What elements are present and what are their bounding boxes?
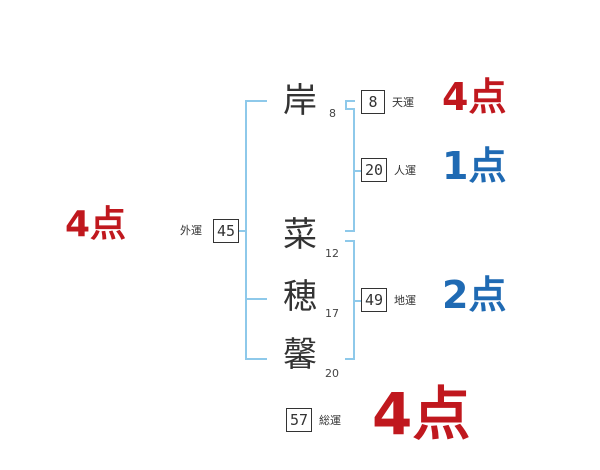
earth-bracket-connector — [353, 300, 361, 302]
name-char-1: 岸 — [283, 81, 317, 121]
stroke-count-1: 8 — [329, 107, 336, 120]
heaven-bracket-top — [345, 100, 355, 102]
total-score: 4点 — [372, 380, 471, 448]
heaven-score: 4点 — [442, 75, 507, 119]
stroke-count-4: 20 — [325, 367, 339, 380]
outer-bracket-top — [245, 100, 267, 102]
person-score: 1点 — [442, 144, 507, 188]
earth-value-box: 49 — [361, 288, 387, 312]
earth-bracket-bottom — [345, 358, 355, 360]
heaven-value-box: 8 — [361, 90, 385, 114]
outer-bracket-middle — [245, 298, 267, 300]
outer-score: 4点 — [65, 204, 127, 245]
outer-bracket-bottom — [245, 358, 267, 360]
stroke-count-3: 17 — [325, 307, 339, 320]
heaven-bracket-connector — [345, 100, 347, 108]
earth-score: 2点 — [442, 273, 507, 317]
name-char-3: 穂 — [283, 277, 317, 317]
earth-label: 地運 — [394, 294, 416, 307]
outer-label: 外運 — [180, 224, 202, 237]
outer-value-box: 45 — [213, 219, 239, 243]
person-label: 人運 — [394, 164, 416, 177]
earth-bracket-top — [345, 240, 355, 242]
heaven-bracket-line — [353, 100, 355, 102]
stroke-count-2: 12 — [325, 247, 339, 260]
person-value-box: 20 — [361, 158, 387, 182]
person-bracket-connector — [353, 170, 361, 172]
person-bracket-bottom — [345, 230, 355, 232]
person-bracket-top — [345, 108, 355, 110]
name-char-4: 馨 — [283, 335, 317, 375]
outer-bracket-connector — [238, 230, 247, 232]
heaven-label: 天運 — [392, 96, 414, 109]
name-char-2: 菜 — [283, 215, 317, 255]
total-label: 総運 — [319, 414, 341, 427]
total-value-box: 57 — [286, 408, 312, 432]
